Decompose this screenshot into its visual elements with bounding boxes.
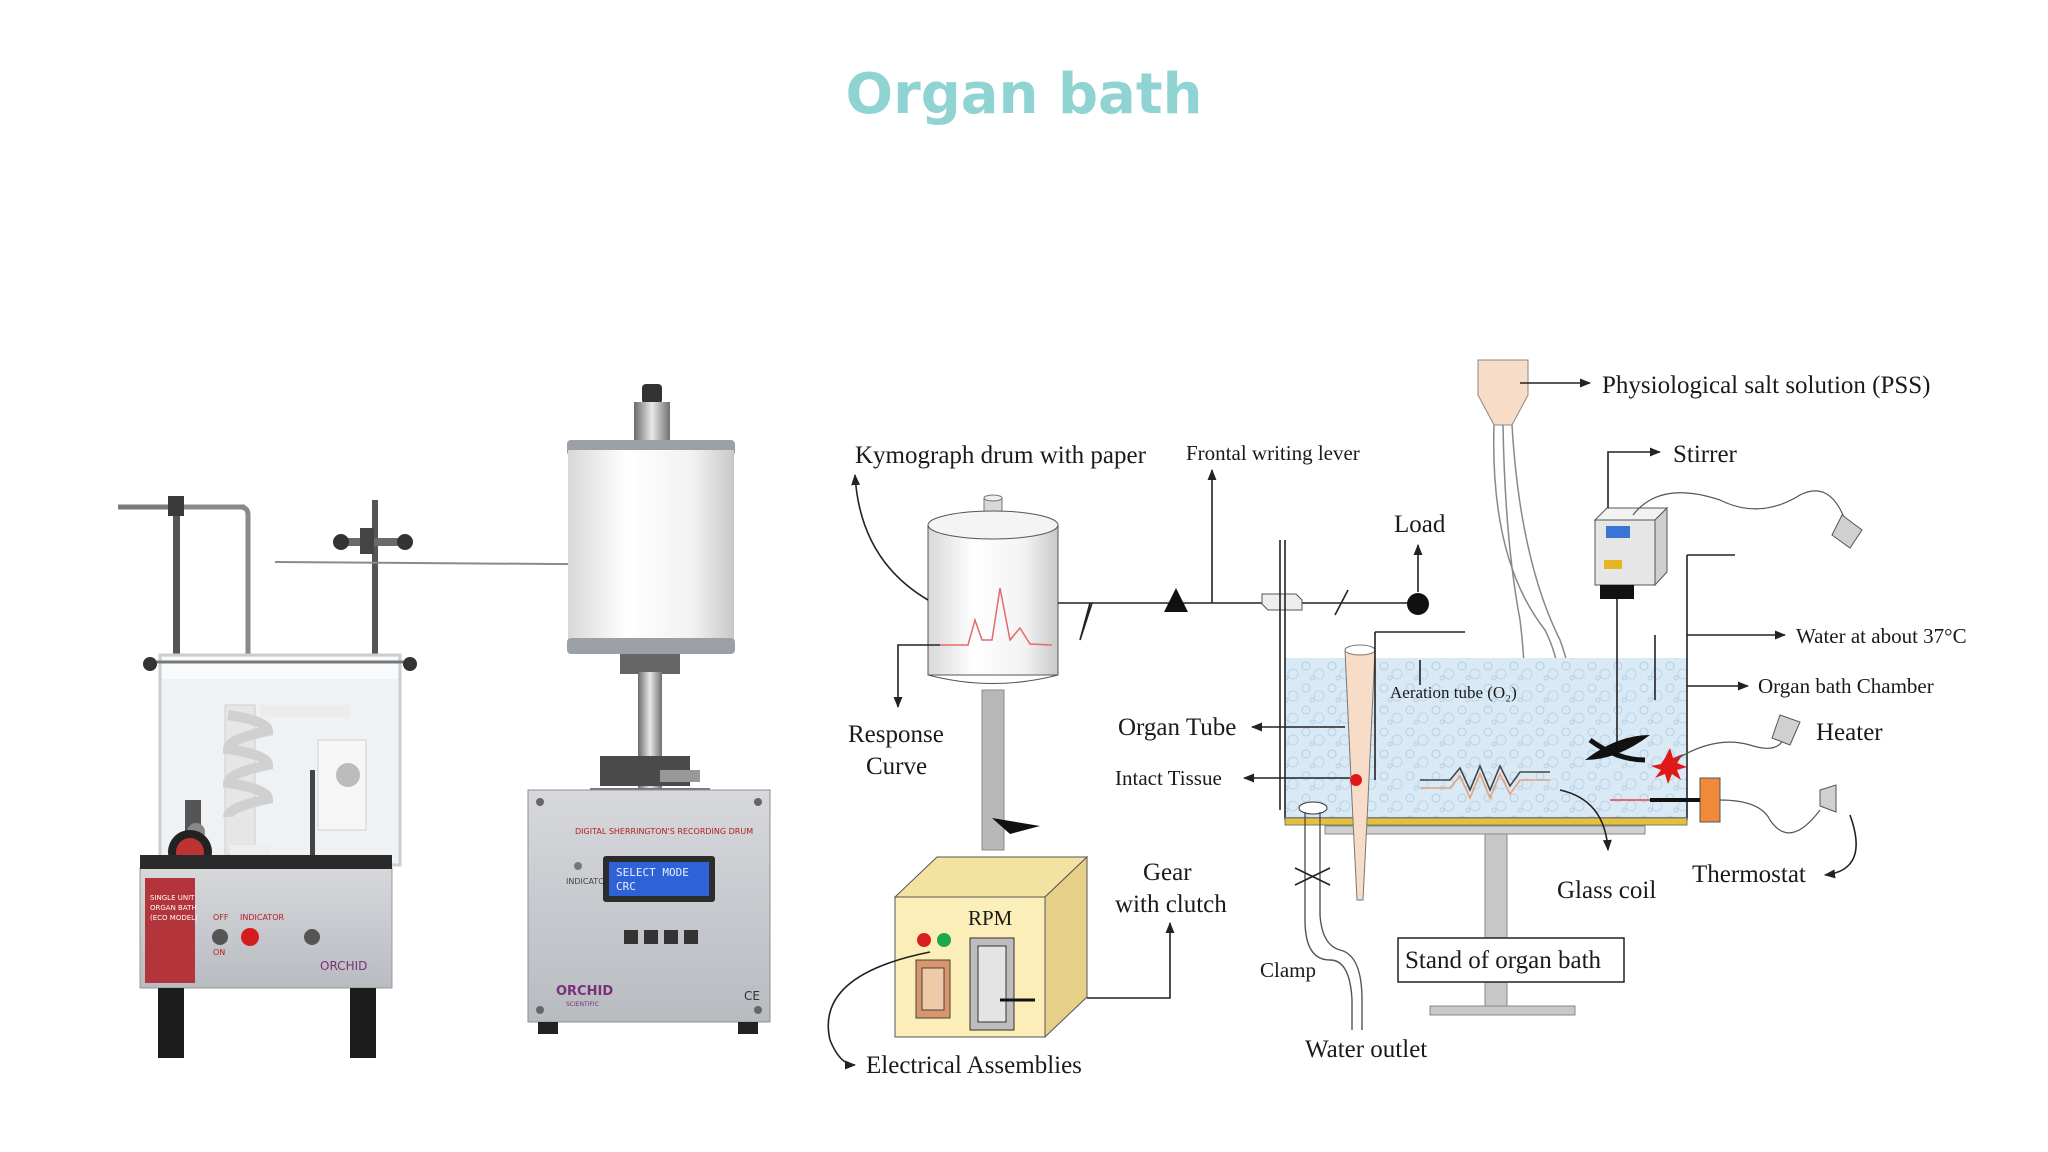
pss-reservoir bbox=[1477, 359, 1572, 773]
rpm-label: RPM bbox=[968, 906, 1013, 930]
label-stand: Stand of organ bath bbox=[1405, 947, 1602, 974]
label-chamber: Organ bath Chamber bbox=[1758, 674, 1934, 698]
green-led bbox=[937, 933, 951, 947]
drum-button-right[interactable] bbox=[664, 930, 678, 944]
label-pss: Physiological salt solution (PSS) bbox=[1602, 372, 1931, 399]
label-kymograph: Kymograph drum with paper bbox=[855, 442, 1147, 469]
slide-title: Organ bath bbox=[845, 62, 1203, 127]
label-thermostat: Thermostat bbox=[1692, 861, 1806, 888]
intact-tissue-dot bbox=[1350, 774, 1362, 786]
label-load: Load bbox=[1394, 511, 1446, 538]
drum-lcd-display bbox=[609, 862, 709, 896]
response-trace bbox=[940, 587, 1053, 646]
label-water-temp: Water at about 37°C bbox=[1796, 624, 1967, 648]
drum-button-4[interactable] bbox=[684, 930, 698, 944]
heater-switch[interactable] bbox=[304, 929, 320, 945]
label-response-2: Curve bbox=[866, 753, 927, 780]
label-glass-coil: Glass coil bbox=[1557, 877, 1656, 904]
organ-bath-panel-line-3: (ECO MODEL) bbox=[150, 914, 198, 922]
label-response-1: Response bbox=[848, 721, 944, 748]
drum-brand-sub: SCIENTIFIC bbox=[566, 1001, 599, 1008]
label-frontal-lever: Frontal writing lever bbox=[1186, 441, 1360, 465]
label-gear-2: with clutch bbox=[1115, 891, 1227, 918]
label-water-outlet: Water outlet bbox=[1305, 1036, 1427, 1063]
power-switch[interactable] bbox=[212, 929, 228, 945]
label-aeration: Aeration tube (O₂) bbox=[1390, 683, 1517, 702]
drum-button-1[interactable] bbox=[624, 930, 638, 944]
drum-lcd-line-1: SELECT MODE bbox=[616, 866, 689, 879]
switch-off-label: OFF bbox=[213, 913, 229, 922]
label-stirrer: Stirrer bbox=[1673, 441, 1738, 468]
switch-on-label: ON bbox=[213, 948, 225, 957]
label-organ-tube: Organ Tube bbox=[1118, 714, 1236, 741]
organ-bath-panel-line-2: ORGAN BATH bbox=[150, 904, 197, 912]
rpm-gear-box: RPM bbox=[893, 855, 1089, 1039]
recording-drum-photo: DIGITAL SHERRINGTON'S RECORDING DRUM IND… bbox=[527, 384, 771, 1034]
indicator-lamp bbox=[241, 928, 259, 946]
drum-lcd-line-2: CRC bbox=[616, 880, 636, 893]
indicator-label: INDICATOR bbox=[240, 913, 284, 922]
organ-bath-panel-line-1: SINGLE UNIT bbox=[150, 894, 195, 902]
drum-button-left[interactable] bbox=[644, 930, 658, 944]
drum-brand: ORCHID bbox=[556, 984, 613, 999]
label-intact-tissue: Intact Tissue bbox=[1115, 766, 1222, 790]
leader-lines bbox=[827, 378, 1857, 1070]
drum-panel-title: DIGITAL SHERRINGTON'S RECORDING DRUM bbox=[575, 827, 753, 836]
organ-bath-unit-photo: SINGLE UNIT ORGAN BATH (ECO MODEL) OFF O… bbox=[118, 496, 691, 1058]
drum-indicator-label: INDICATOR bbox=[566, 877, 610, 886]
organ-bath-diagram: RPM bbox=[827, 359, 1967, 1079]
organ-bath-brand: ORCHID bbox=[320, 959, 367, 973]
label-electrical: Electrical Assemblies bbox=[866, 1052, 1082, 1079]
organ-bath-chamber bbox=[1284, 490, 1863, 1030]
ce-mark: CE bbox=[744, 989, 760, 1003]
label-clamp: Clamp bbox=[1260, 958, 1316, 982]
stand-label-box bbox=[1397, 937, 1625, 983]
label-gear-1: Gear bbox=[1143, 859, 1192, 886]
red-led bbox=[917, 933, 931, 947]
kymograph-drum bbox=[927, 494, 1059, 851]
label-heater: Heater bbox=[1816, 719, 1883, 746]
